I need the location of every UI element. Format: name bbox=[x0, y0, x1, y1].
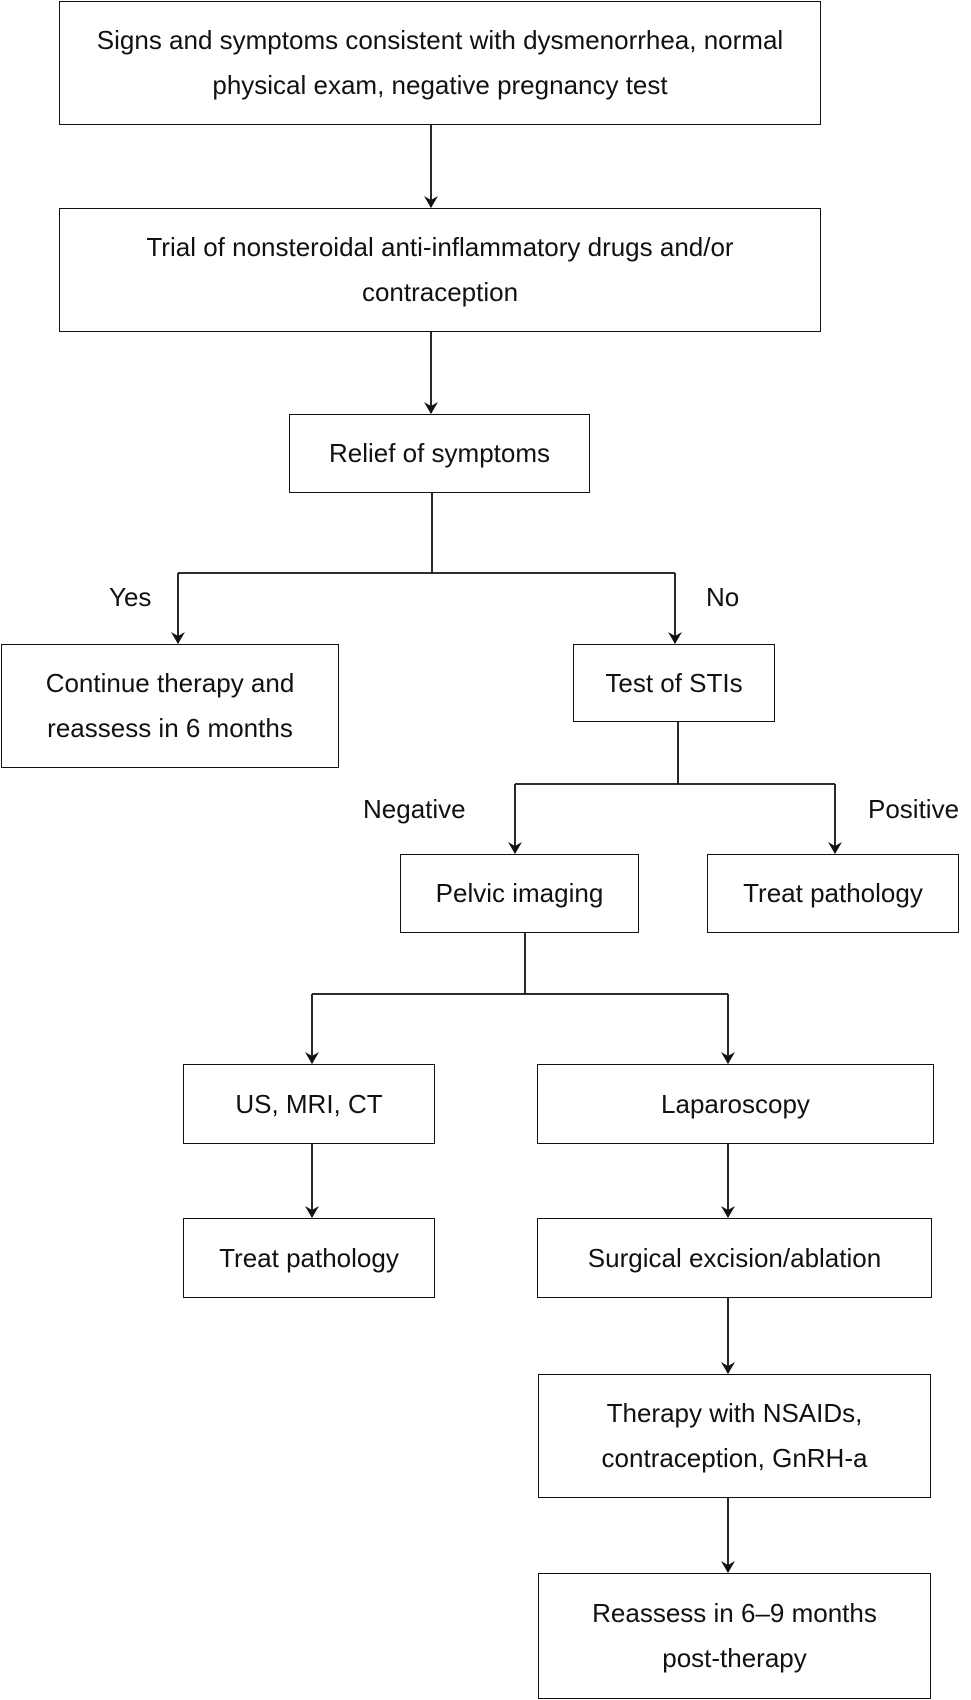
node-sti-test: Test of STIs bbox=[573, 644, 775, 722]
edge-label-negative: Negative bbox=[363, 794, 466, 824]
node-laparoscopy: Laparoscopy bbox=[537, 1064, 934, 1144]
edge-label-yes: Yes bbox=[109, 582, 152, 612]
node-surgical: Surgical excision/ablation bbox=[537, 1218, 932, 1298]
node-nsaid-trial: Trial of nonsteroidal anti-inflammatory … bbox=[59, 208, 821, 332]
node-treat-imaging-text: Treat pathology bbox=[219, 1242, 399, 1273]
edge-label-positive: Positive bbox=[868, 794, 960, 824]
node-us-mri-ct-text: US, MRI, CT bbox=[235, 1088, 383, 1119]
node-laparoscopy-text: Laparoscopy bbox=[661, 1088, 810, 1119]
edge-label-no: No bbox=[706, 582, 740, 612]
node-reassess: Reassess in 6–9 months post-therapy bbox=[538, 1573, 931, 1699]
node-start: Signs and symptoms consistent with dysme… bbox=[59, 1, 821, 125]
node-reassess-text: Reassess in 6–9 months post-therapy bbox=[592, 1598, 877, 1673]
node-pelvic-imaging-text: Pelvic imaging bbox=[435, 878, 604, 908]
node-start-text: Signs and symptoms consistent with dysme… bbox=[96, 25, 784, 100]
node-relief-text: Relief of symptoms bbox=[328, 438, 551, 468]
node-sti-test-text: Test of STIs bbox=[605, 667, 743, 698]
node-treat-imaging: Treat pathology bbox=[183, 1218, 435, 1298]
node-nsaid-trial-text: Trial of nonsteroidal anti-inflammatory … bbox=[146, 232, 734, 307]
node-us-mri-ct: US, MRI, CT bbox=[183, 1064, 435, 1144]
node-treat-positive-text: Treat pathology bbox=[743, 878, 923, 908]
node-therapy-text: Therapy with NSAIDs, contraception, GnRH… bbox=[601, 1398, 868, 1473]
node-relief: Relief of symptoms bbox=[289, 414, 590, 493]
node-pelvic-imaging: Pelvic imaging bbox=[400, 854, 639, 933]
node-continue-text: Continue therapy and reassess in 6 month… bbox=[45, 668, 295, 743]
node-treat-positive: Treat pathology bbox=[707, 854, 959, 933]
node-surgical-text: Surgical excision/ablation bbox=[587, 1242, 882, 1273]
node-therapy: Therapy with NSAIDs, contraception, GnRH… bbox=[538, 1374, 931, 1498]
node-continue: Continue therapy and reassess in 6 month… bbox=[1, 644, 339, 768]
